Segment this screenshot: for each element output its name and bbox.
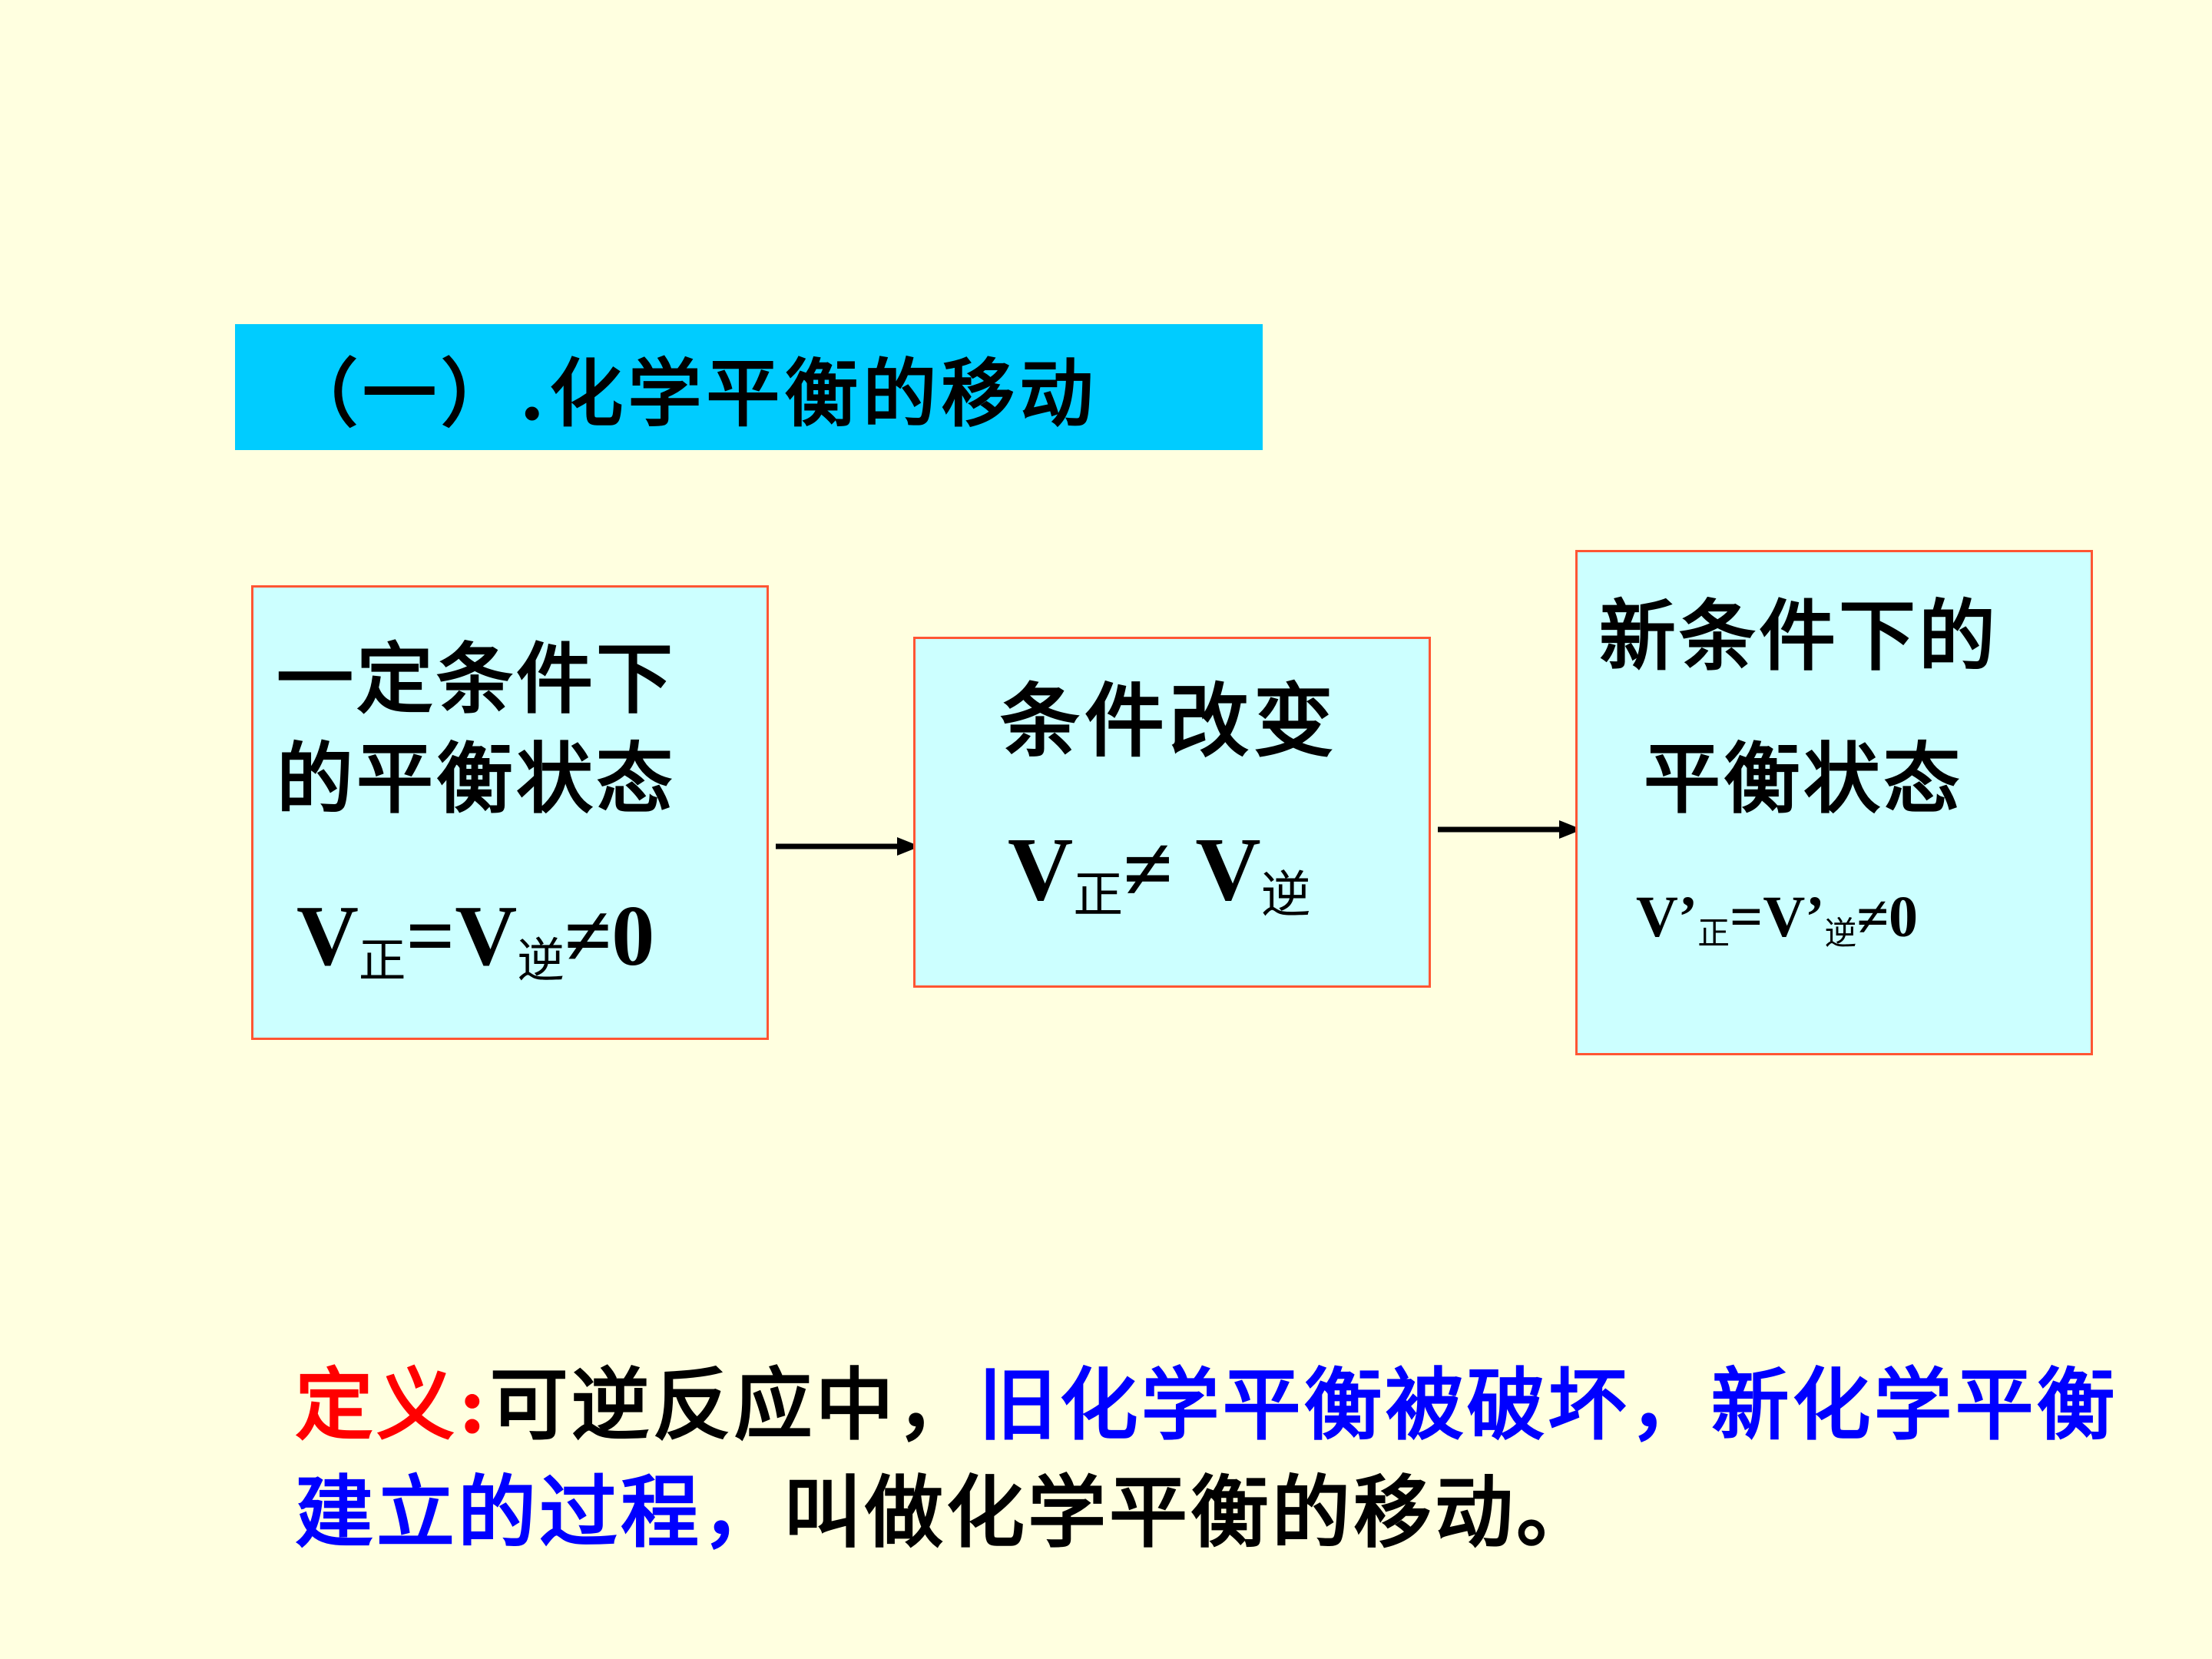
new-rate-formula: V’正=V’逆≠0 [1636,885,1919,952]
initial-box-line2: 的平衡状态 [276,733,676,824]
section-title-banner: （一）.化学平衡的移动 [235,324,1263,450]
definition-text-part3: 叫做化学平衡的移动。 [783,1467,1598,1559]
arrow-right-icon [776,837,920,856]
arrow-right-icon [1438,820,1582,839]
definition-highlight: 旧化学平衡被破坏，新化学平衡建立的过程， [295,1359,2118,1559]
definition-label: 定义: [295,1359,490,1452]
new-equilibrium-box: 新条件下的 平衡状态 V’正=V’逆≠0 [1575,550,2093,1055]
condition-change-label: 条件改变 [1000,674,1339,768]
new-box-line1: 新条件下的 [1599,591,1998,681]
initial-box-line1: 一定条件下 [276,634,676,724]
condition-change-box: 条件改变 V正≠ V逆 [913,637,1431,988]
initial-rate-formula: V正=V逆≠0 [296,889,655,988]
unequal-rate-formula: V正≠ V逆 [1008,819,1311,925]
definition-text-part1: 可逆反应中， [489,1359,979,1452]
definition-paragraph: 定义:可逆反应中，旧化学平衡被破坏，新化学平衡建立的过程，叫做化学平衡的移动。 [295,1352,2138,1567]
section-title: （一）.化学平衡的移动 [284,349,1098,437]
initial-equilibrium-box: 一定条件下 的平衡状态 V正=V逆≠0 [251,585,769,1040]
new-box-line2: 平衡状态 [1644,733,1963,824]
